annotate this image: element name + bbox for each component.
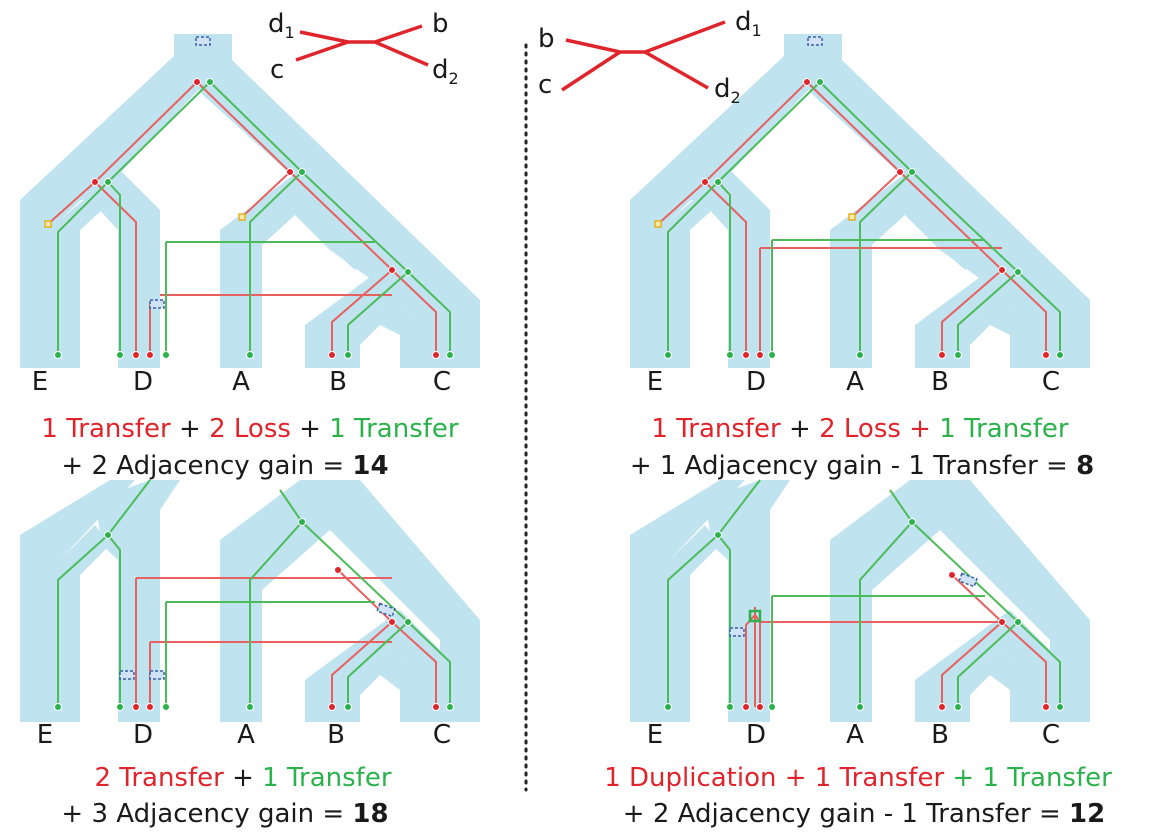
svg-text:b: b: [432, 9, 449, 39]
caption-line1: 1 Transfer + 2 Loss + 1 Transfer: [651, 414, 1069, 444]
caption-line2: + 2 Adjacency gain = 14: [61, 451, 388, 481]
adjacency-gain-icon: [729, 627, 745, 637]
svg-text:c: c: [538, 70, 552, 100]
leaf-label-a: A: [846, 720, 864, 750]
adjacency-gain-icon: [195, 36, 211, 46]
panel-top-left: E D A B C 1 Transfer + 2 Loss + 1 Transf…: [20, 9, 480, 481]
leaf-label-a: A: [237, 720, 255, 750]
adjacency-gain-icon: [376, 602, 396, 618]
svg-text:d1: d1: [268, 9, 295, 42]
caption-line2: + 3 Adjacency gain = 18: [61, 799, 388, 829]
leaf-label-d: D: [746, 367, 766, 397]
loss-icon: [848, 213, 856, 221]
leaf-label-c: C: [1042, 367, 1060, 397]
leaf-label-a: A: [846, 367, 864, 397]
leaf-label-c: C: [433, 367, 451, 397]
leaf-label-e: E: [647, 720, 663, 750]
leaf-label-b: B: [931, 720, 949, 750]
panel-bottom-right: E D A B C 1 Duplication + 1 Transfer + 1…: [604, 479, 1112, 829]
caption-line1: 1 Duplication + 1 Transfer + 1 Transfer: [604, 763, 1112, 793]
leaf-label-c: C: [433, 720, 451, 750]
leaf-label-b: B: [329, 367, 347, 397]
adjacency-gain-icon: [149, 670, 165, 680]
panel-bottom-left: E D A B C 2 Transfer + 1 Transfer + 3 Ad…: [20, 479, 480, 829]
leaf-label-d: D: [746, 720, 766, 750]
caption-line2: + 1 Adjacency gain - 1 Transfer = 8: [630, 451, 1094, 481]
adjacency-gain-icon: [958, 572, 978, 588]
leaf-label-d: D: [133, 367, 153, 397]
leaf-label-b: B: [327, 720, 345, 750]
svg-text:d2: d2: [714, 74, 741, 107]
caption-line2: + 2 Adjacency gain - 1 Transfer = 12: [623, 799, 1105, 829]
duplication-icon: [748, 609, 762, 623]
loss-icon: [44, 220, 52, 228]
leaf-label-e: E: [37, 720, 53, 750]
leaf-label-a: A: [232, 367, 250, 397]
leaf-label-e: E: [647, 367, 663, 397]
svg-text:d1: d1: [735, 7, 762, 40]
adjacency-gain-icon: [149, 299, 165, 309]
adjacency-gain-icon: [119, 670, 135, 680]
loss-icon: [654, 220, 662, 228]
svg-text:c: c: [270, 55, 284, 85]
caption-line1: 2 Transfer + 1 Transfer: [94, 763, 391, 793]
gene-tree-inset: b c d1 d2: [538, 7, 762, 107]
gene-tree-inset: d1 c b d2: [268, 9, 459, 88]
leaf-label-e: E: [32, 367, 48, 397]
leaf-label-b: B: [931, 367, 949, 397]
caption-line1: 1 Transfer + 2 Loss + 1 Transfer: [41, 414, 459, 444]
leaf-label-c: C: [1042, 720, 1060, 750]
adjacency-gain-icon: [807, 36, 823, 46]
svg-text:b: b: [538, 24, 555, 54]
panel-top-right: E D A B C 1 Transfer + 2 Loss + 1 Transf…: [538, 7, 1094, 481]
loss-icon: [238, 213, 246, 221]
leaf-label-d: D: [133, 720, 153, 750]
svg-text:d2: d2: [432, 55, 459, 88]
